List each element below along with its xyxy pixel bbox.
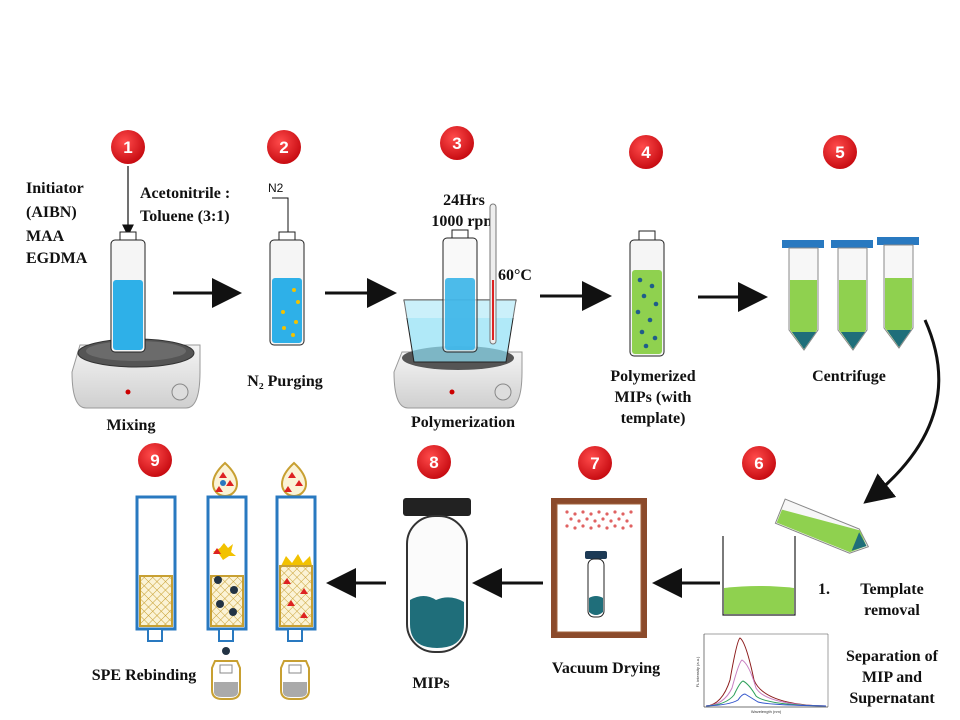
svg-text:(AIBN): (AIBN) xyxy=(26,204,77,221)
beaker xyxy=(722,536,796,616)
thermometer xyxy=(489,203,497,345)
solvent-label: Acetonitrile : Toluene (3:1) xyxy=(140,185,230,225)
svg-text:MIPs (with: MIPs (with xyxy=(615,389,692,406)
svg-text:3: 3 xyxy=(452,134,461,153)
step-1-label: Mixing xyxy=(107,417,156,434)
step-badge-4: 4 xyxy=(629,135,663,169)
svg-text:Acetonitrile :: Acetonitrile : xyxy=(140,185,230,202)
flow-arrows xyxy=(173,278,941,598)
svg-text:5: 5 xyxy=(835,143,844,162)
step-badge-3: 3 xyxy=(440,126,474,160)
temperature-label: 60°C xyxy=(498,267,532,284)
svg-text:Toluene (3:1): Toluene (3:1) xyxy=(140,208,230,225)
spe-cartridge-empty xyxy=(135,495,177,642)
step-badge-1: 1 xyxy=(111,130,145,164)
svg-text:Wavelength (nm): Wavelength (nm) xyxy=(751,709,782,714)
svg-text:template): template) xyxy=(621,410,686,427)
svg-text:7: 7 xyxy=(590,454,599,473)
svg-text:1: 1 xyxy=(123,138,132,157)
polymerization-vial xyxy=(442,229,478,353)
step-7-label: Vacuum Drying xyxy=(552,660,660,677)
centrifuge-tubes xyxy=(782,237,919,351)
svg-text:removal: removal xyxy=(864,602,920,619)
svg-text:FL intensity (a.u.): FL intensity (a.u.) xyxy=(695,656,700,687)
step-badge-6: 6 xyxy=(742,446,776,480)
gas-label: N2 xyxy=(268,181,284,195)
svg-text:6: 6 xyxy=(754,454,763,473)
separation-label: Separation of MIP and Supernatant xyxy=(846,648,939,707)
step-badge-8: 8 xyxy=(417,445,451,479)
svg-text:Polymerized: Polymerized xyxy=(610,368,695,385)
svg-text:8: 8 xyxy=(429,453,438,472)
step-5-label: Centrifuge xyxy=(812,368,886,385)
spectrum-inset: Wavelength (nm) FL intensity (a.u.) xyxy=(694,628,830,714)
step-3-label: Polymerization xyxy=(411,414,515,431)
mixing-vial xyxy=(110,231,146,353)
tilted-tube xyxy=(774,498,870,554)
svg-text:EGDMA: EGDMA xyxy=(26,250,88,267)
step-badge-2: 2 xyxy=(267,130,301,164)
svg-text:1.: 1. xyxy=(818,581,830,598)
mip-tube xyxy=(403,498,471,653)
svg-text:MAA: MAA xyxy=(26,228,65,245)
polymerization-conditions: 24Hrs 1000 rpm xyxy=(431,192,497,230)
step-badge-5: 5 xyxy=(823,135,857,169)
step-9-label: SPE Rebinding xyxy=(92,667,196,684)
step-2-label: N₂ Purging xyxy=(247,373,322,390)
svg-text:MIP and: MIP and xyxy=(862,669,922,686)
step-6-label: 1. Template removal xyxy=(818,581,924,619)
svg-text:Initiator: Initiator xyxy=(26,180,84,197)
step-badge-7: 7 xyxy=(578,446,612,480)
polymerized-vial xyxy=(629,230,665,357)
step-4-label: Polymerized MIPs (with template) xyxy=(610,368,695,427)
purging-vial xyxy=(269,231,305,346)
svg-text:4: 4 xyxy=(641,143,651,162)
svg-text:Template: Template xyxy=(860,581,923,598)
svg-text:9: 9 xyxy=(150,451,159,470)
svg-text:24Hrs: 24Hrs xyxy=(443,192,485,209)
reagent-list: Initiator (AIBN) MAA EGDMA xyxy=(26,180,88,267)
svg-text:Supernatant: Supernatant xyxy=(849,690,935,707)
svg-text:2: 2 xyxy=(279,138,288,157)
vacuum-oven xyxy=(551,498,647,638)
spe-cartridge-loading xyxy=(206,461,248,700)
step-8-label: MIPs xyxy=(412,675,449,692)
step-badge-9: 9 xyxy=(138,443,172,477)
spe-cartridge-bound xyxy=(275,461,317,700)
svg-text:Separation of: Separation of xyxy=(846,648,939,665)
svg-text:1000 rpm: 1000 rpm xyxy=(431,213,497,230)
